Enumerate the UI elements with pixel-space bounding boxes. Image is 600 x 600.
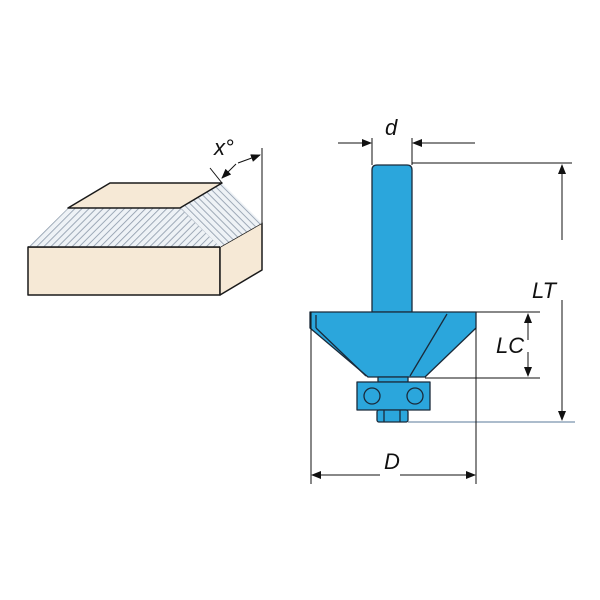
workpiece-front-chamfer [28, 208, 220, 247]
nut [376, 409, 409, 423]
dimension-lines [310, 138, 575, 484]
cutting-length-label: LC [496, 333, 524, 358]
angle-label: x° [213, 135, 234, 160]
bearing-hole-left [363, 387, 381, 405]
bearing-hole-right [406, 387, 424, 405]
angle-dimension [209, 148, 263, 223]
bearing-neck [377, 376, 409, 383]
router-bit [309, 164, 477, 423]
total-length-label: LT [532, 278, 558, 303]
shank [371, 164, 413, 313]
shank-diameter-label: d [385, 115, 398, 140]
cutter-body [309, 311, 477, 378]
workpiece-front-face [27, 246, 221, 296]
workpiece-side-chamfer [180, 183, 262, 247]
chamfered-workpiece [27, 182, 263, 296]
cutter-diameter-label: D [384, 449, 400, 474]
